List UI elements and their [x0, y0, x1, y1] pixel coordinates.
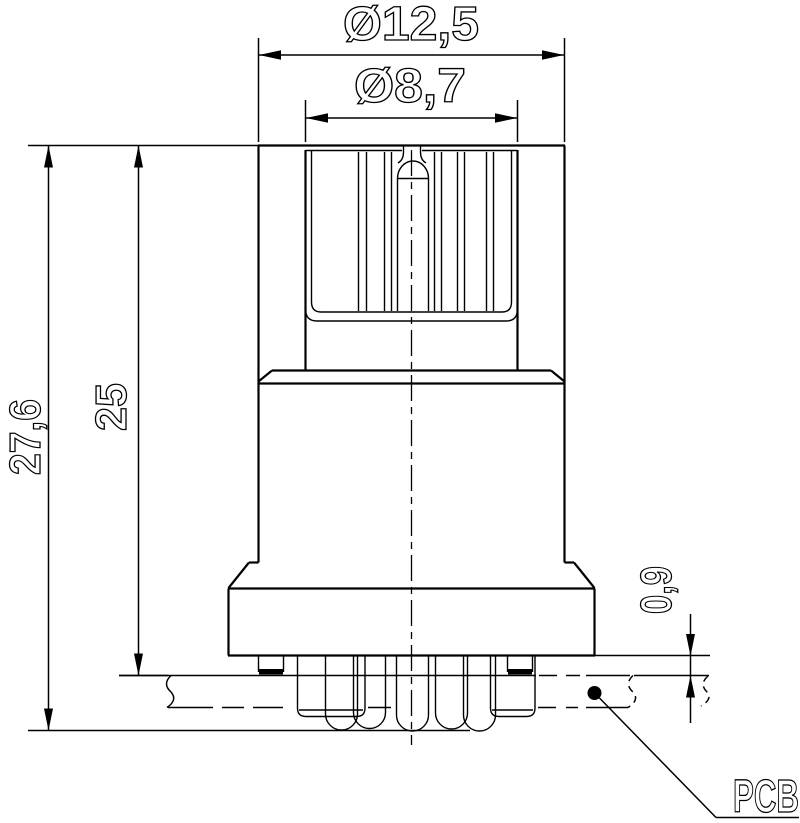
dim-standoff: 0,9	[595, 565, 710, 723]
arrowhead-left	[306, 113, 328, 123]
dim-inner-diameter: Ø8,7	[304, 59, 519, 142]
pcb-leader: PCB	[587, 686, 800, 823]
arrowhead-left	[259, 50, 281, 60]
pin-round-1	[324, 655, 359, 731]
key-slot	[397, 145, 427, 164]
outer-diameter-text: Ø12,5	[343, 0, 479, 51]
pin-round-5	[462, 655, 497, 732]
standoff-text: 0,9	[632, 566, 681, 614]
arrowhead-top	[44, 145, 53, 168]
pin-sleeve-left	[296, 655, 366, 718]
overall-height-text: 27,6	[1, 399, 50, 475]
arrowhead-top	[134, 145, 143, 168]
arrowhead-bottom	[44, 708, 53, 731]
pin-sleeve-right	[489, 655, 536, 718]
dim-height-to-pcb: 25	[86, 145, 168, 677]
solder-pins	[257, 655, 536, 732]
leader-dot	[587, 686, 602, 700]
pin-round-2	[352, 655, 387, 730]
pin-round-4	[434, 655, 469, 730]
pcb-board	[119, 674, 710, 709]
height-to-pcb-text: 25	[87, 383, 136, 431]
pcb-break-right-2	[700, 675, 710, 707]
dim-overall-height: 27,6	[0, 144, 470, 732]
standoff-post-right	[506, 655, 534, 675]
pcb-break-left	[165, 674, 175, 709]
dim-outer-diameter: Ø12,5	[257, 0, 566, 142]
arrowhead-right	[542, 50, 564, 60]
arrowhead-bottom	[134, 653, 143, 676]
arrowhead-down	[686, 634, 695, 656]
pcb-label-text: PCB	[733, 770, 799, 822]
standoff-post-left	[257, 655, 285, 675]
pcb-break-right-1	[627, 674, 637, 709]
insert-inner-profile	[310, 150, 513, 313]
pin-round-center	[395, 655, 430, 732]
connector-cavity	[304, 150, 519, 322]
arrowhead-right	[495, 113, 517, 123]
inner-diameter-text: Ø8,7	[354, 60, 466, 113]
arrowhead-up	[686, 675, 695, 698]
center-pin	[396, 160, 430, 311]
contact-lines	[357, 152, 495, 311]
